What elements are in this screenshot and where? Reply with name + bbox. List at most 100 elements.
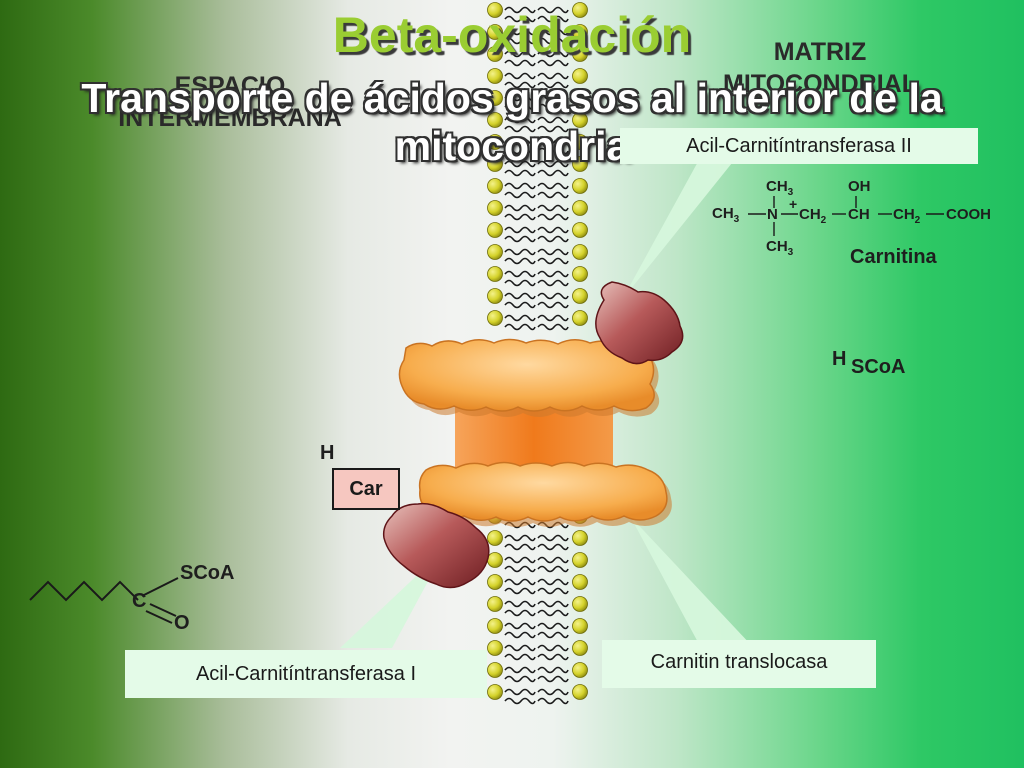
carnitine-ch3-bottom: CH3 bbox=[766, 238, 794, 258]
lipid-tail bbox=[537, 116, 569, 124]
hscoa-h: H bbox=[832, 348, 847, 370]
lipid-head bbox=[572, 156, 588, 172]
lipid-tail bbox=[537, 565, 569, 573]
lipid-tail bbox=[504, 125, 536, 133]
carnitine-ch3-top: CH3 bbox=[766, 178, 794, 198]
lipid-tail bbox=[537, 213, 569, 221]
lipid-tail bbox=[504, 94, 536, 102]
lipid-tail bbox=[504, 72, 536, 80]
lipid-head bbox=[572, 662, 588, 678]
lipid-tail bbox=[504, 314, 536, 322]
lipid-head bbox=[487, 618, 503, 634]
lipid-head bbox=[572, 530, 588, 546]
lipid-heads bbox=[487, 2, 588, 700]
lipid-head bbox=[572, 200, 588, 216]
acyl-o-label: O bbox=[174, 612, 190, 634]
lipid-tail bbox=[504, 147, 536, 155]
lipid-head bbox=[487, 134, 503, 150]
lipid-tail bbox=[537, 235, 569, 243]
lipid-tail bbox=[504, 213, 536, 221]
lipid-tail bbox=[537, 292, 569, 300]
label-acyl-carnitine-transferase-2: Acil-Carnitíntransferasa II bbox=[620, 128, 978, 164]
lipid-tail bbox=[537, 556, 569, 564]
lipid-head bbox=[572, 288, 588, 304]
slide-subtitle: Transporte de ácidos grasos al interior … bbox=[81, 75, 943, 169]
lipid-tail bbox=[504, 279, 536, 287]
lipid-tail bbox=[537, 587, 569, 595]
lipid-head bbox=[487, 24, 503, 40]
lipid-tail bbox=[504, 587, 536, 595]
lipid-head bbox=[572, 134, 588, 150]
lipid-tail bbox=[537, 631, 569, 639]
lipid-head bbox=[572, 310, 588, 326]
lipid-tail bbox=[537, 103, 569, 111]
lipid-tail bbox=[504, 600, 536, 608]
lipid-head bbox=[572, 90, 588, 106]
lipid-head bbox=[487, 640, 503, 656]
lipid-tail bbox=[537, 578, 569, 586]
lipid-tail bbox=[537, 204, 569, 212]
lipid-tail bbox=[537, 28, 569, 36]
hydrogen-label: H bbox=[320, 442, 335, 464]
lipid-tail bbox=[504, 675, 536, 683]
lipid-tail bbox=[537, 138, 569, 146]
lipid-tail bbox=[504, 688, 536, 696]
lipid-tail bbox=[504, 301, 536, 309]
lipid-head bbox=[487, 552, 503, 568]
lipid-tail bbox=[504, 270, 536, 278]
lipid-head bbox=[487, 266, 503, 282]
lipid-head bbox=[572, 178, 588, 194]
region-mitochondrial-matrix: MATRIZ MITOCONDRIAL bbox=[723, 38, 917, 98]
lipid-head bbox=[487, 156, 503, 172]
lipid-head bbox=[572, 640, 588, 656]
lipid-tail bbox=[504, 644, 536, 652]
lipid-head bbox=[487, 596, 503, 612]
acyl-carnitine-transferase-2-protein bbox=[595, 281, 684, 365]
lipid-head bbox=[487, 90, 503, 106]
lipid-head bbox=[487, 178, 503, 194]
lipid-tail bbox=[504, 666, 536, 674]
lipid-tail bbox=[504, 543, 536, 551]
lipid-tail bbox=[504, 191, 536, 199]
lipid-head bbox=[487, 68, 503, 84]
lipid-tail bbox=[504, 160, 536, 168]
lipid-tail bbox=[537, 15, 569, 23]
translocase-bottom-cap bbox=[418, 461, 672, 527]
lipid-head bbox=[572, 112, 588, 128]
lipid-head bbox=[487, 112, 503, 128]
carnitine-box: Car bbox=[332, 468, 400, 510]
lipid-head bbox=[487, 46, 503, 62]
lipid-tail bbox=[537, 59, 569, 67]
lipid-tail bbox=[504, 169, 536, 177]
lipid-head bbox=[572, 684, 588, 700]
lipid-tail bbox=[537, 543, 569, 551]
lipid-tail bbox=[537, 248, 569, 256]
lipid-tail bbox=[537, 160, 569, 168]
lipid-tail bbox=[504, 248, 536, 256]
lipid-tail bbox=[537, 226, 569, 234]
lipid-head bbox=[572, 574, 588, 590]
lipid-tail bbox=[537, 653, 569, 661]
lipid-tail bbox=[537, 257, 569, 265]
lipid-tail bbox=[504, 37, 536, 45]
carnitine-cooh: COOH bbox=[946, 206, 991, 223]
lipid-head bbox=[487, 244, 503, 260]
lipid-tail bbox=[537, 94, 569, 102]
acyl-scoa-label: SCoA bbox=[180, 562, 235, 584]
lipid-tail bbox=[537, 666, 569, 674]
acyl-c-o-bond-1 bbox=[149, 603, 177, 617]
lipid-tail bbox=[537, 50, 569, 58]
lipid-tail bbox=[504, 556, 536, 564]
lipid-tail bbox=[537, 279, 569, 287]
carnitine-plus: + bbox=[789, 196, 798, 212]
lipid-tail bbox=[504, 138, 536, 146]
lipid-tail bbox=[504, 653, 536, 661]
pointer-carnitine-translocase bbox=[630, 516, 752, 646]
lipid-tail bbox=[537, 191, 569, 199]
lipid-tail bbox=[537, 270, 569, 278]
lipid-tail bbox=[504, 204, 536, 212]
carnitine-ch3-left: CH3 bbox=[712, 205, 740, 225]
lipid-head bbox=[572, 596, 588, 612]
